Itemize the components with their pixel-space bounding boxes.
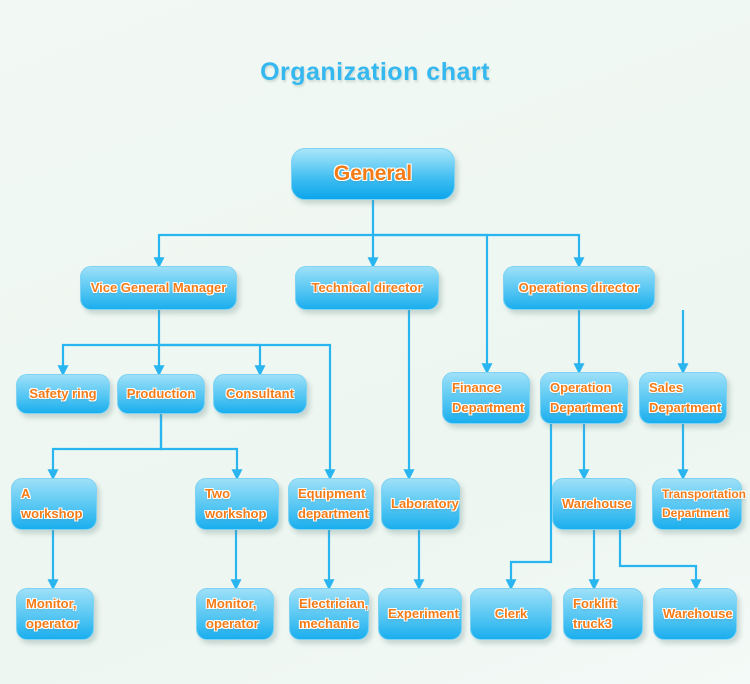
node-label: Finance Department [452,379,525,415]
node-transportation-department[interactable]: Transportation Department [652,478,746,530]
node-label: Consultant [226,385,294,401]
node-sales-department[interactable]: Sales Department [639,372,727,424]
node-label: General [333,161,413,185]
node-label: Vice General Manager [90,279,227,295]
node-general[interactable]: General [291,148,455,200]
node-label: Equipment department [298,485,369,521]
node-label: Technical director [311,279,423,295]
node-label: Two workshop [205,485,267,521]
node-experiment[interactable]: Experiment [378,588,462,640]
node-finance-department[interactable]: Finance Department [442,372,530,424]
node-label: Operations director [518,279,640,295]
node-monitor-operator-2[interactable]: Monitor, operator [196,588,274,640]
node-two-workshop[interactable]: Two workshop [195,478,279,530]
node-safety-ring[interactable]: Safety ring [16,374,110,414]
node-label: Monitor, operator [26,595,79,631]
node-label: Safety ring [29,385,97,401]
node-consultant[interactable]: Consultant [213,374,307,414]
node-electrician-mechanic[interactable]: Electrician, mechanic [289,588,369,640]
node-production[interactable]: Production [117,374,205,414]
node-warehouse-mid[interactable]: Warehouse [552,478,636,530]
node-label: Laboratory [391,495,459,511]
node-label: Warehouse [562,495,632,511]
node-technical-director[interactable]: Technical director [295,266,439,310]
node-label: Sales Department [649,379,722,415]
node-equipment-department[interactable]: Equipment department [288,478,374,530]
node-label: Experiment [388,605,459,621]
node-a-workshop[interactable]: A workshop [11,478,97,530]
node-laboratory[interactable]: Laboratory [381,478,460,530]
node-label: Warehouse [663,605,733,621]
node-label: Electrician, mechanic [299,595,369,631]
node-label: Clerk [494,605,528,621]
node-label: Production [126,385,196,401]
node-clerk[interactable]: Clerk [470,588,552,640]
node-monitor-operator-1[interactable]: Monitor, operator [16,588,94,640]
node-vice-general-manager[interactable]: Vice General Manager [80,266,237,310]
page-title: Organization chart [260,58,490,86]
node-label: Monitor, operator [206,595,259,631]
node-label: A workshop [21,485,83,521]
node-label: Transportation Department [662,487,747,520]
node-warehouse-end[interactable]: Warehouse [653,588,737,640]
node-operation-department[interactable]: Operation Department [540,372,628,424]
node-operations-director[interactable]: Operations director [503,266,655,310]
node-label: Operation Department [550,379,623,415]
node-label: Forklift truck3 [573,595,618,631]
node-forklift-truck3[interactable]: Forklift truck3 [563,588,643,640]
